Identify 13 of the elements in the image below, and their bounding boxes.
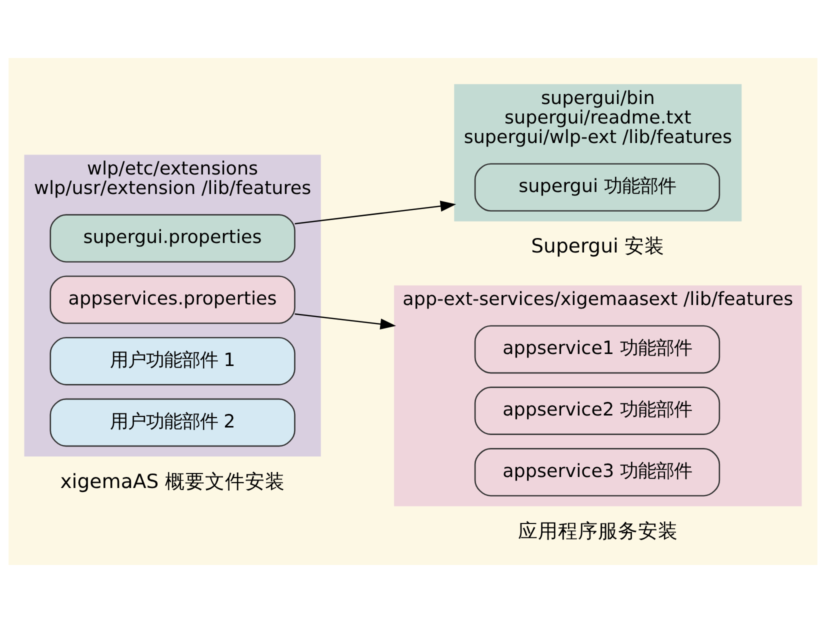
node-box: appservice1 功能部件 xyxy=(474,324,720,374)
node-label: 应用程序服务安装 xyxy=(518,519,678,542)
node-box: 用户功能部件 1 xyxy=(50,336,296,385)
arrow xyxy=(294,312,396,329)
node-box: supergui.properties xyxy=(50,214,296,262)
node-label: xigemaAS 概要文件安装 xyxy=(60,469,285,492)
node-box: appservices.properties xyxy=(50,275,296,324)
node-box: supergui 功能部件 xyxy=(474,162,720,212)
node-box: appservice3 功能部件 xyxy=(474,448,720,496)
node-box: 用户功能部件 2 xyxy=(50,398,296,446)
arrow xyxy=(294,200,456,224)
node-box: appservice2 功能部件 xyxy=(474,386,720,434)
node-label: Supergui 安装 xyxy=(531,234,665,258)
